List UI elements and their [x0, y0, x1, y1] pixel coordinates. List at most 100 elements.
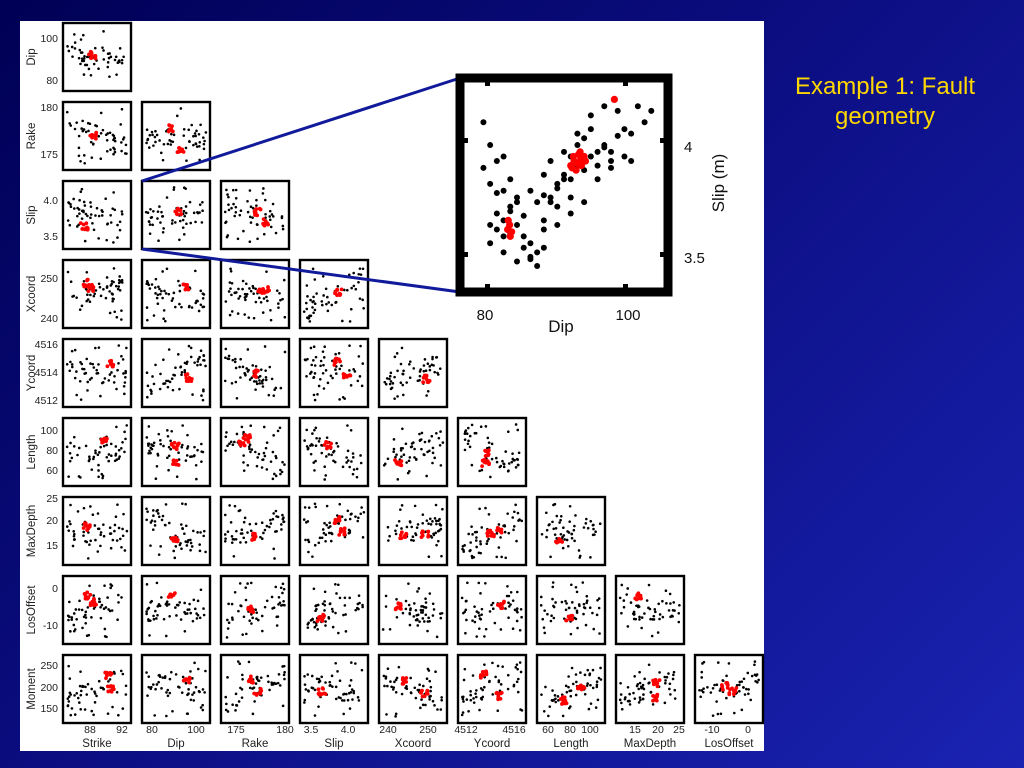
data-point — [161, 215, 165, 218]
data-point — [513, 608, 517, 612]
data-point — [194, 269, 197, 273]
data-point — [507, 605, 511, 608]
data-point — [79, 689, 83, 693]
data-point — [469, 698, 473, 702]
matrix-cell — [614, 574, 686, 646]
data-point — [428, 679, 432, 683]
data-point — [585, 684, 589, 687]
data-point — [467, 532, 470, 536]
data-point — [66, 704, 70, 708]
data-point — [116, 503, 119, 506]
highlight-point — [562, 695, 567, 700]
data-point — [423, 620, 426, 623]
data-point — [189, 698, 193, 702]
data-point — [550, 699, 554, 702]
data-point — [361, 267, 365, 271]
data-point — [405, 461, 408, 464]
row-tick-label: 4514 — [35, 367, 59, 379]
matrix-cell — [61, 495, 133, 567]
data-point — [323, 609, 326, 612]
data-point — [82, 154, 86, 157]
highlight-point — [174, 212, 179, 216]
data-point — [553, 694, 557, 697]
matrix-cell — [456, 653, 528, 725]
data-point — [740, 708, 744, 712]
matrix-cell — [377, 337, 449, 409]
data-point — [480, 607, 484, 611]
data-point — [146, 138, 149, 142]
data-point — [651, 703, 655, 706]
data-point — [487, 446, 491, 449]
col-tick-label: 4.0 — [341, 724, 356, 736]
data-point — [166, 142, 170, 146]
highlight-point — [322, 613, 326, 618]
data-point — [256, 618, 260, 622]
data-point — [507, 430, 510, 434]
data-point — [484, 425, 488, 428]
highlight-point — [250, 607, 255, 612]
data-point — [540, 532, 544, 536]
data-point — [479, 551, 482, 555]
data-point — [431, 355, 434, 359]
highlight-point — [174, 447, 179, 452]
data-point — [241, 677, 244, 681]
data-point — [399, 508, 402, 511]
data-point — [583, 692, 587, 696]
col-variable-label: MaxDepth — [624, 738, 676, 750]
data-point — [429, 685, 433, 689]
col-tick-label: 80 — [146, 724, 158, 736]
data-point — [657, 602, 661, 606]
data-point — [551, 581, 555, 584]
data-point — [279, 472, 282, 476]
data-point — [181, 502, 184, 505]
data-point — [280, 216, 284, 220]
data-point — [78, 48, 82, 52]
row-tick-label: 80 — [46, 75, 58, 87]
data-point — [430, 363, 434, 367]
data-point — [145, 583, 149, 586]
data-point — [192, 529, 195, 533]
data-point — [475, 635, 479, 638]
data-point — [408, 456, 412, 459]
data-point — [189, 548, 192, 552]
data-point — [122, 385, 126, 388]
data-point — [145, 306, 149, 309]
data-point — [264, 446, 268, 450]
data-point — [189, 538, 192, 542]
data-point — [243, 313, 247, 316]
data-point — [488, 610, 492, 613]
data-point — [275, 515, 278, 518]
data-point — [73, 33, 76, 36]
data-point — [254, 682, 258, 685]
data-point — [495, 460, 499, 464]
data-point — [233, 214, 237, 218]
data-point — [145, 436, 149, 439]
data-point — [332, 449, 336, 453]
data-point — [576, 626, 579, 630]
data-point — [329, 374, 333, 378]
data-point — [146, 694, 149, 697]
data-point — [145, 671, 148, 674]
data-point — [93, 692, 97, 695]
data-point — [201, 708, 205, 712]
data-point — [271, 450, 275, 454]
matrix-cell — [219, 653, 291, 725]
data-point — [467, 426, 470, 430]
data-point — [72, 623, 76, 627]
data-point — [554, 526, 558, 530]
data-point — [160, 596, 163, 599]
data-point — [161, 158, 165, 162]
data-point — [122, 55, 125, 59]
highlight-point — [403, 535, 408, 539]
data-point — [255, 464, 259, 468]
data-point — [351, 472, 355, 476]
data-point — [238, 509, 242, 512]
data-point — [310, 442, 313, 446]
data-point — [643, 677, 646, 681]
data-point — [663, 701, 667, 705]
data-point — [432, 608, 436, 611]
data-point — [144, 210, 148, 214]
data-point — [305, 521, 308, 524]
highlight-point — [426, 529, 431, 534]
row-tick-label: 250 — [40, 660, 58, 672]
